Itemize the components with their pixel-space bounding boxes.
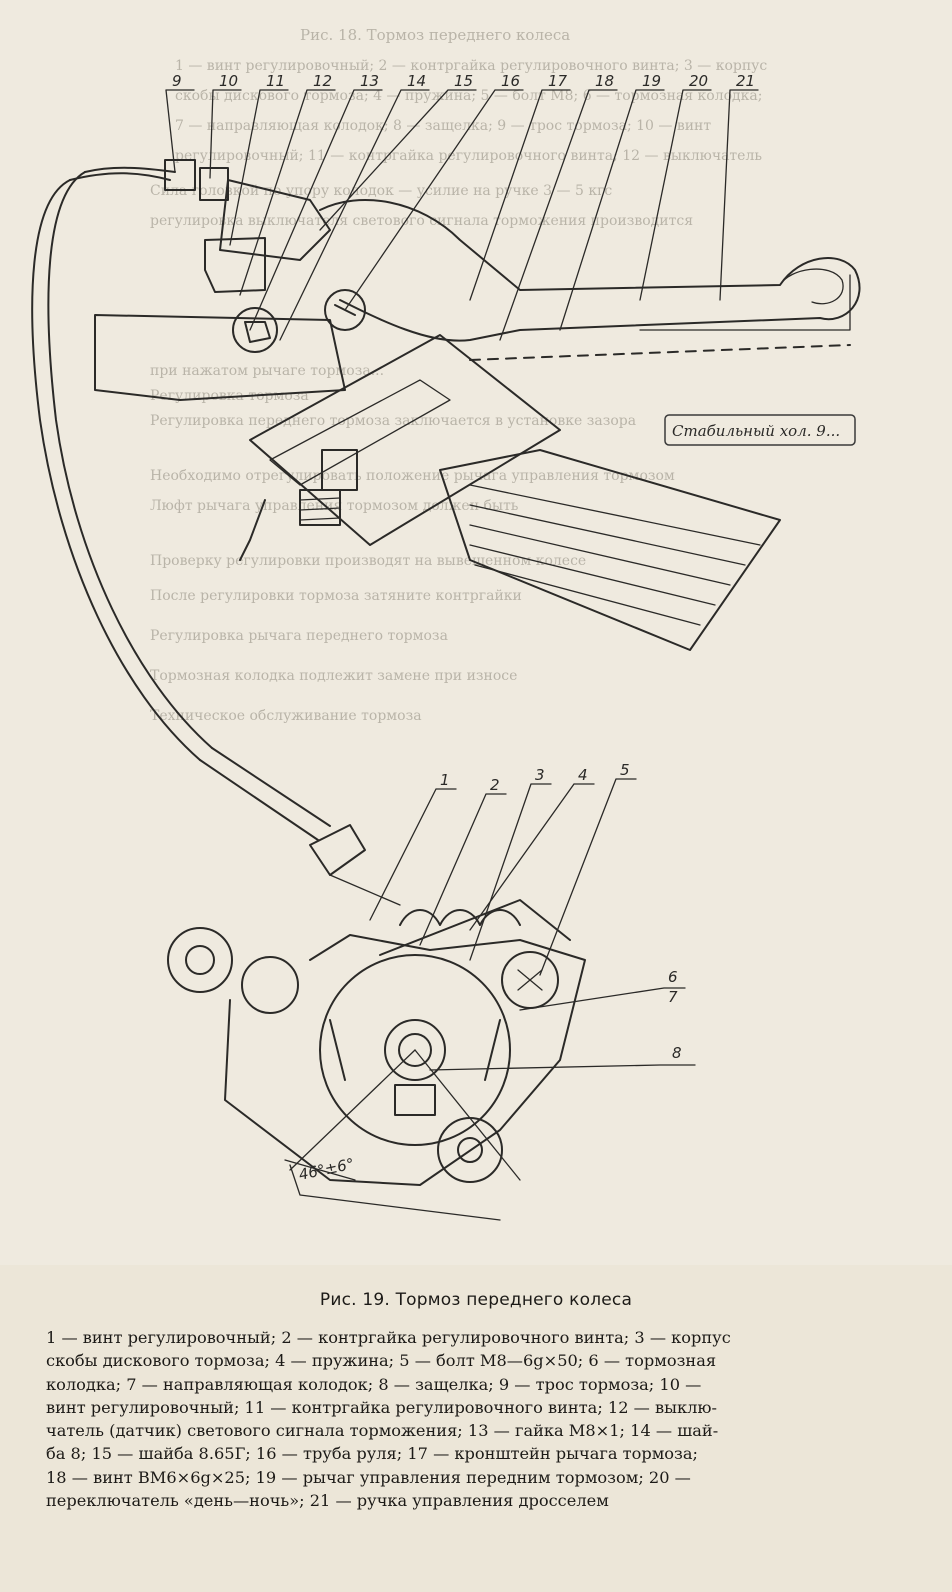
leader-line-12 [239,89,336,296]
legend-line: колодка; 7 — направляющая колодок; 8 — з… [46,1374,702,1394]
callout-7: 7 [668,988,678,1006]
bleed-through-line: при нажатом рычаге тормоза... [150,363,384,379]
bleed-through-line: регулировочный; 11 — контргайка регулиро… [175,148,762,164]
lever-assembly [94,159,861,651]
bleed-through-line: Техническое обслуживание тормоза [150,708,422,724]
bleed-through-line: Регулировка рычага переднего тормоза [150,628,448,644]
leader-line-20 [639,89,712,301]
figure-caption-title: Рис. 19. Тормоз переднего колеса [319,1290,633,1310]
legend-line: 1 — винт регулировочный; 2 — контргайка … [46,1328,731,1347]
leader-line-13 [249,89,383,331]
figure-technical-drawing: Рис. 18. Тормоз переднего колеса 1 — винт… [31,26,861,1221]
stamp-text: Стабильный хол. 9... [672,422,840,440]
bleed-through-line: Тормозная колодка подлежит замене при из… [150,668,517,684]
legend-line: скобы дискового тормоза; 4 — пружина; 5 … [46,1351,717,1371]
callout-5: 5 [620,761,630,779]
leader-line-21 [719,89,759,301]
callout-4: 4 [578,766,588,784]
bleed-through-line: регулировка выключателя светового сигнал… [150,213,693,229]
callout-12: 12 [313,72,332,90]
leader-line-14 [279,89,430,341]
bleed-through-line: Сила головкой по упору колодок — усилие … [150,183,612,199]
callout-15: 15 [454,72,473,90]
bleed-through-line: Регулировка тормоза [150,388,309,404]
callout-20: 20 [689,72,708,90]
bleed-through-line: скобы дискового тормоза; 4 — пружина; 5 … [175,88,763,104]
figure-legend: 1 — винт регулировочный; 2 — контргайка … [46,1326,901,1512]
bleed-through-line: Регулировка переднего тормоза заключаетс… [150,413,636,429]
bleed-through-line: Необходимо отрегулировать положение рыча… [150,468,675,484]
callout-18: 18 [595,72,614,90]
callout-leader-lines [165,89,759,1071]
leader-line-16 [344,89,524,311]
leader-line-18 [499,89,618,341]
leader-line-6-7 [519,987,686,1011]
leader-line-2 [419,793,507,946]
legend-line: чатель (датчик) светового сигнала тормож… [46,1421,719,1441]
bleed-through-line: Люфт рычага управления тормозом должен б… [150,498,519,514]
leader-line-9 [165,89,195,173]
leader-line-8 [429,1064,696,1071]
callout-10: 10 [219,72,238,90]
callout-1: 1 [440,771,450,789]
angle-arc-line [284,1159,356,1181]
callout-11: 11 [266,72,285,90]
legend-line: переключатель «день—ночь»; 21 — ручка уп… [46,1491,609,1511]
callout-16: 16 [501,72,520,90]
caliper-assembly [167,899,586,1221]
bleed-through-line: Проверку регулировки производят на вывеш… [150,553,586,569]
callout-6: 6 [668,968,678,986]
bleed-through-line: Рис. 18. Тормоз переднего колеса [300,26,570,44]
callout-19: 19 [642,72,661,90]
angle-annotation: 46°±6° [297,1155,356,1184]
callout-3: 3 [535,766,545,784]
bleed-through-line: После регулировки тормоза затяните контр… [150,588,522,604]
bleed-through-line: 1 — винт регулировочный; 2 — контргайка … [175,58,767,74]
callout-14: 14 [407,72,426,90]
callout-21: 21 [736,72,755,90]
leader-line-4 [469,783,595,931]
legend-line: ба 8; 15 — шайба 8.65Г; 16 — труба руля;… [46,1444,698,1464]
callout-9: 9 [172,72,182,90]
leader-line-10 [209,89,242,179]
leader-line-17 [469,89,571,301]
leader-line-1 [369,788,457,921]
leader-line-3 [469,783,552,961]
callout-17: 17 [548,72,568,90]
leader-line-5 [539,778,637,976]
brake-drawing: Рис. 18. Тормоз переднего колеса 1 — винт… [31,26,861,1221]
leader-line-19 [559,89,665,331]
legend-line: винт регулировочный; 11 — контргайка рег… [46,1397,717,1417]
callout-2: 2 [490,776,500,794]
callout-8: 8 [672,1044,682,1062]
handlebar-and-cable [31,166,401,906]
legend-line: 18 — винт ВМ6×6g×25; 19 — рычаг управлен… [46,1467,691,1487]
leader-line-15 [319,89,477,231]
bleed-through-line: 7 — направляющая колодок; 8 — защелка; 9… [175,118,711,134]
leader-line-11 [229,89,289,246]
library-stamp: Стабильный хол. 9... [664,414,856,446]
callout-13: 13 [360,72,379,90]
bleed-through-text: Рис. 18. Тормоз переднего колеса 1 — винт… [150,26,767,724]
